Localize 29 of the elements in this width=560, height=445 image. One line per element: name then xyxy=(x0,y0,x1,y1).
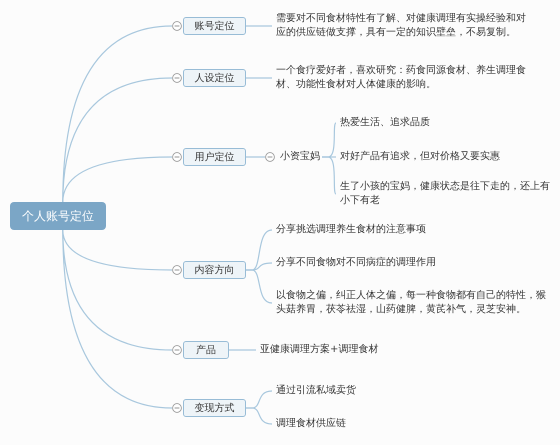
subtopic-text: 以食物之偏，纠正人体之偏，每一种食物都有自己的特性，猴头菇养胃，茯苓祛湿，山药健脾，黄芪补气，灵芝安神。 xyxy=(272,289,548,317)
subtopic-text: 需要对不同食材特性有了解、对健康调理有实操经验和对应的供应链做支撑，具有一定的知识壁垒，不易复制。 xyxy=(272,12,528,40)
topic-box: 产品 xyxy=(183,341,229,359)
subtopic-text: 调理食材供应链 xyxy=(272,417,472,431)
topic-box: 账号定位 xyxy=(183,17,246,35)
subtopic-text: 生了小孩的宝妈，健康状态是往下走的，还上有小下有老 xyxy=(336,180,554,208)
subtopic-text: 热爱生活、追求品质 xyxy=(336,116,554,130)
subtopic-text: 分享挑选调理养生食材的注意事项 xyxy=(272,223,492,237)
topic-box: 人设定位 xyxy=(183,69,246,87)
connector-line xyxy=(62,77,172,202)
connector-line xyxy=(246,156,265,158)
connector-line xyxy=(246,269,272,304)
topic-box: 用户定位 xyxy=(183,148,246,166)
subtopic-text: 通过引流私域卖货 xyxy=(272,384,472,398)
topic-box: 内容方向 xyxy=(183,261,246,279)
subtopic-text: 小资宝妈 xyxy=(279,150,321,164)
connector-line xyxy=(62,156,172,202)
connector-line xyxy=(229,349,256,351)
connector-line xyxy=(322,156,336,194)
connector-line xyxy=(62,230,172,409)
connector-line xyxy=(246,77,272,79)
subtopic-text: 一个食疗爱好者，喜欢研究：药食同源食材、养生调理食材、功能性食材对人体健康的影响。 xyxy=(272,64,528,92)
topic-box: 变现方式 xyxy=(183,399,246,417)
connector-line xyxy=(246,25,272,27)
connector-line xyxy=(246,407,272,425)
subtopic-text: 亚健康调理方案+调理食材 xyxy=(256,343,396,357)
subtopic-text: 对好产品有追求，但对价格又要实惠 xyxy=(336,150,554,164)
subtopic-text: 分享不同食物对不同病症的调理作用 xyxy=(272,256,492,270)
central-topic-box: 个人账号定位 xyxy=(10,202,106,230)
